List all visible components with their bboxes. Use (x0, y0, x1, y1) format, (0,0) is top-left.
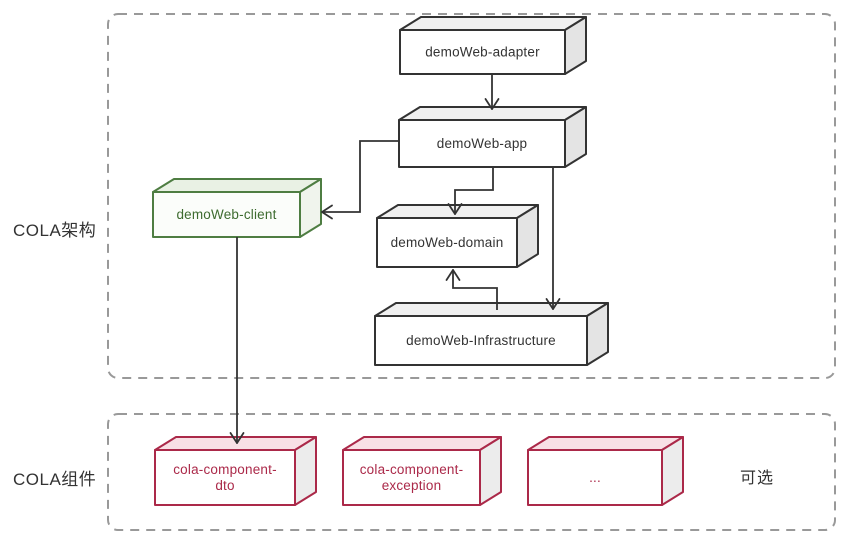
arrow-line (452, 270, 498, 310)
box-front-face (376, 217, 518, 268)
optional-note: 可选 (740, 470, 775, 487)
arrow-head (491, 98, 500, 110)
box-demoweb-infrastructure: demoWeb-Infrastructure (374, 302, 609, 366)
box-label: demoWeb-domain (391, 235, 504, 250)
box-cola-component-more: ... (527, 436, 684, 506)
box-side-face (479, 436, 502, 506)
arrow-client-to-dto (229, 237, 245, 444)
arrow-app-to-domain (447, 167, 494, 215)
box-top-face (399, 16, 587, 31)
box-top-face (374, 302, 609, 317)
arrow-adapter-to-app (484, 75, 500, 110)
arrow-app-to-client (321, 140, 399, 220)
box-demoweb-adapter: demoWeb-adapter (399, 16, 587, 75)
box-front-face (399, 29, 566, 75)
box-top-face (154, 436, 317, 451)
arrow-line (454, 167, 494, 214)
box-cola-component-dto: cola-component-dto (154, 436, 317, 506)
section-label-architecture: COLA架构 (13, 221, 97, 240)
arrow-head (447, 203, 456, 215)
box-cola-component-exception: cola-component-exception (342, 436, 502, 506)
box-label: dto (215, 478, 234, 493)
container-components-group (107, 413, 836, 531)
box-demoweb-client: demoWeb-client (152, 178, 322, 238)
arrow-head (445, 269, 454, 281)
arrow-head (545, 298, 554, 310)
section-label-components: COLA组件 (13, 470, 97, 489)
box-label: cola-component- (360, 462, 464, 477)
box-top-face (527, 436, 684, 451)
box-demoweb-domain: demoWeb-domain (376, 204, 539, 268)
container-architecture-group (107, 13, 836, 379)
box-label: exception (382, 478, 442, 493)
box-front-face (527, 449, 663, 506)
box-demoweb-app: demoWeb-app (398, 106, 587, 168)
arrow-head (236, 432, 245, 444)
arrow-infrastructure-to-domain (445, 269, 498, 310)
arrow-head (484, 98, 493, 110)
box-side-face (661, 436, 684, 506)
arrow-app-to-infrastructure (545, 167, 561, 310)
box-front-face (342, 449, 481, 506)
box-label: demoWeb-app (437, 136, 528, 151)
box-label: demoWeb-Infrastructure (406, 333, 556, 348)
arrow-head (321, 211, 333, 220)
box-front-face (398, 119, 566, 168)
box-front-face (152, 191, 301, 238)
arrow-head (552, 298, 561, 310)
box-label: ... (589, 470, 601, 485)
arrow-line (322, 140, 399, 213)
arrow-head (452, 269, 461, 281)
box-top-face (342, 436, 502, 451)
box-side-face (294, 436, 317, 506)
box-label: demoWeb-client (176, 207, 276, 222)
arrow-head (454, 203, 463, 215)
box-top-face (152, 178, 322, 193)
box-front-face (154, 449, 296, 506)
box-front-face (374, 315, 588, 366)
box-label: demoWeb-adapter (425, 45, 540, 60)
arrow-head (229, 432, 238, 444)
arrow-head (321, 204, 333, 213)
box-label: cola-component- (173, 462, 277, 477)
